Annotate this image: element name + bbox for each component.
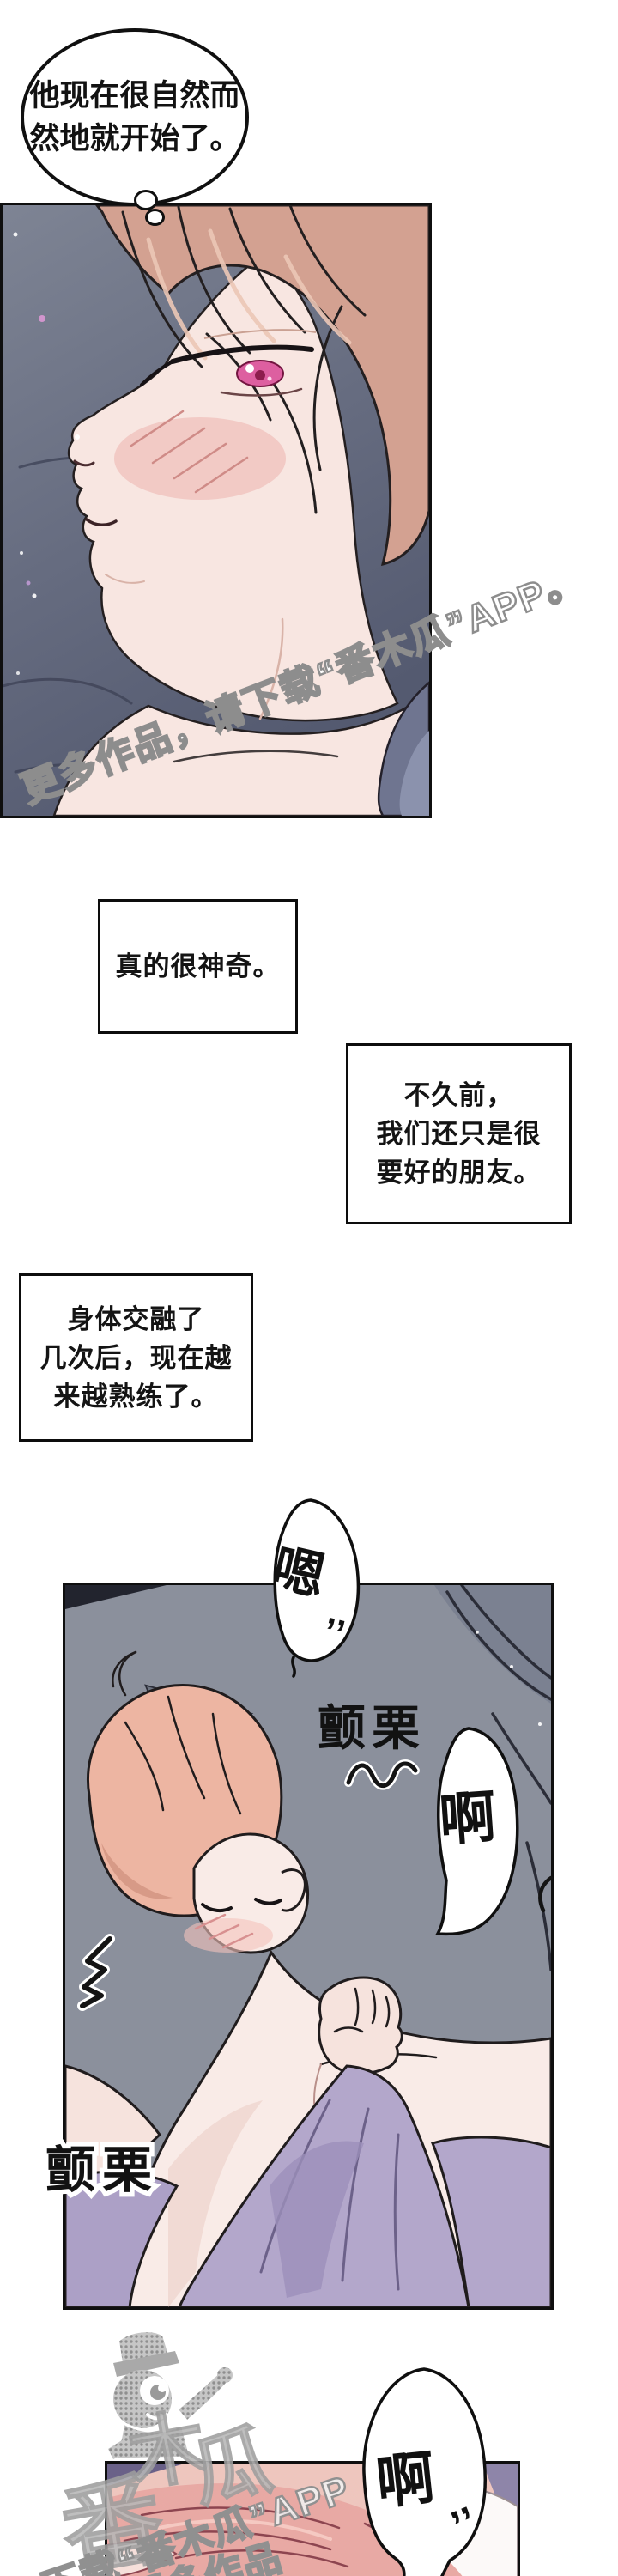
skin-hint bbox=[107, 2541, 178, 2576]
narration-box-3-line3: 来越熟练了。 bbox=[53, 1381, 219, 1412]
sfx-gasp-2-text: 啊 bbox=[373, 2445, 439, 2517]
finger-lines bbox=[333, 1987, 391, 2033]
sfx-shiver-2-text: 颤栗 bbox=[45, 2142, 160, 2198]
hair-dark-patch bbox=[101, 1843, 173, 1899]
panel-2-lying-in-bed bbox=[63, 1583, 554, 2310]
side-shading bbox=[168, 2100, 263, 2307]
thought-line-1: 他现在很自然而 bbox=[29, 78, 240, 112]
sfx-gasp-1-text: 啊 bbox=[437, 1784, 498, 1851]
papaya-mascot-logo bbox=[108, 2330, 233, 2461]
sleeping-face bbox=[184, 1832, 310, 1954]
nose-mouth-details bbox=[73, 434, 339, 763]
narration-box-2-line3: 要好的朋友。 bbox=[376, 1157, 542, 1188]
mascot-hand bbox=[217, 2367, 233, 2383]
squiggle-mark bbox=[344, 1759, 420, 1790]
hair-highlight bbox=[157, 2518, 332, 2541]
mascot-hat-brim bbox=[113, 2351, 179, 2377]
narration-box-3-line2: 几次后，现在越 bbox=[39, 1342, 233, 1373]
thought-bubble-top: 他现在很自然而 然地就开始了。 bbox=[21, 28, 249, 206]
narration-box-1-line: 真的很神奇。 bbox=[115, 951, 281, 981]
cheek-blush bbox=[114, 417, 286, 500]
bubble-tail bbox=[291, 1656, 296, 1678]
blush-hatch-lines bbox=[130, 410, 249, 494]
blanket-right-light bbox=[399, 731, 429, 816]
mascot-smile bbox=[146, 2413, 168, 2421]
narration-box-2: 不久前， 我们还只是很 要好的朋友。 bbox=[346, 1043, 572, 1224]
sfx-shiver-2-outline: 颤栗 bbox=[40, 2138, 160, 2203]
sfx-moan-text: 嗯 bbox=[268, 1539, 331, 1607]
thought-line-2: 然地就开始了。 bbox=[29, 121, 240, 155]
speech-bubble-moan: 嗯 ,, bbox=[268, 1498, 360, 1678]
blanket-left bbox=[65, 2170, 179, 2307]
purple-corner bbox=[107, 2464, 185, 2486]
shake-zigzag-mark bbox=[77, 1934, 115, 2011]
corner-shadow bbox=[65, 1585, 167, 1609]
thought-bubble-tail-dot-2 bbox=[145, 209, 165, 226]
rose-hair-mass bbox=[107, 2483, 463, 2576]
narration-box-1: 真的很神奇。 bbox=[98, 899, 298, 1034]
narration-box-2-line2: 我们还只是很 bbox=[376, 1119, 542, 1149]
narration-box-3: 身体交融了 几次后，现在越 来越熟练了。 bbox=[19, 1273, 253, 1442]
speech-bubble-gasp-2: 啊 ,, bbox=[362, 2367, 487, 2576]
sfx-shiver-1: 颤栗 bbox=[318, 1701, 426, 1755]
mascot-foot bbox=[108, 2440, 127, 2459]
panel-1-art bbox=[3, 205, 429, 816]
mascot-body bbox=[115, 2421, 192, 2461]
thought-bubble-tail-dot-1 bbox=[134, 190, 158, 210]
blanket-dark-patch bbox=[270, 2141, 364, 2298]
peach-hair-strands bbox=[112, 1650, 242, 1815]
speech-bubble-gasp-1: 啊 bbox=[435, 1727, 519, 1936]
breath-mark bbox=[538, 1875, 554, 1913]
half-open-eye bbox=[140, 329, 317, 397]
blanket-right-bottom bbox=[430, 2136, 551, 2307]
panel-2-art bbox=[65, 1585, 551, 2307]
chest-skin bbox=[52, 691, 429, 816]
panel-1-sleeping-face bbox=[0, 203, 432, 818]
narration-box-2-line1: 不久前， bbox=[403, 1080, 514, 1110]
fist bbox=[318, 1976, 403, 2075]
sfx-shiver-2: 颤栗 颤栗 bbox=[40, 2129, 160, 2203]
hair-strand-lines bbox=[121, 205, 367, 514]
narration-box-3-line1: 身体交融了 bbox=[67, 1303, 205, 1334]
